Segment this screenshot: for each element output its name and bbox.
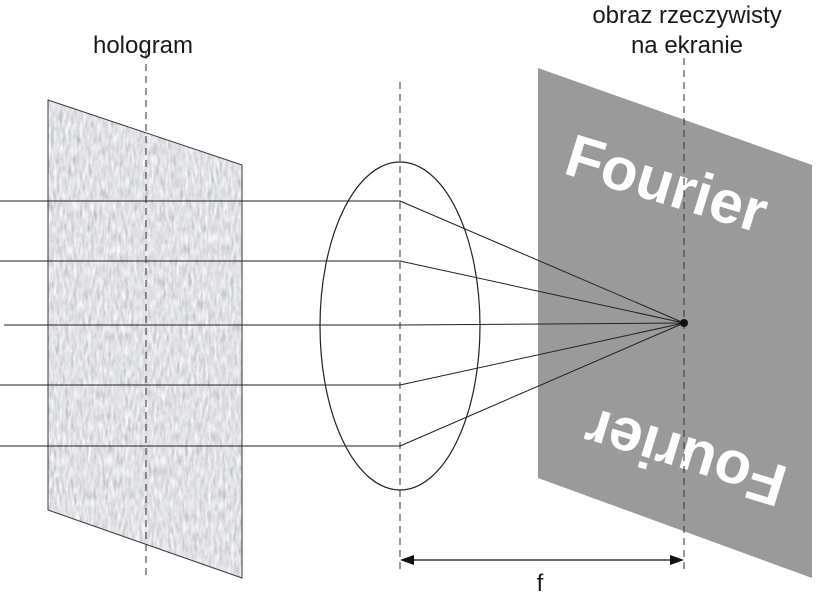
focal-point xyxy=(680,319,688,327)
dimension-arrow-right xyxy=(670,555,684,565)
converging-rays xyxy=(399,200,685,447)
real-image-label-line1: obraz rzeczywisty xyxy=(592,2,781,29)
converging-ray-4 xyxy=(399,322,685,386)
real-image-label-line2: na ekranie xyxy=(631,32,743,59)
optical-axes xyxy=(145,52,685,575)
focal-length-dimension xyxy=(400,555,684,565)
hologram-plate xyxy=(47,99,243,579)
focal-length-label: f xyxy=(537,570,544,593)
converging-ray-1 xyxy=(399,200,685,324)
hologram-plate-edge xyxy=(47,99,243,579)
converging-ray-2 xyxy=(399,260,685,324)
hologram-label: hologram xyxy=(93,32,193,59)
projection-screen: Fourier Fourier xyxy=(538,68,812,578)
dimension-arrow-left xyxy=(400,555,414,565)
lens xyxy=(319,161,481,491)
hologram-texture xyxy=(48,100,242,578)
parallel-rays xyxy=(0,200,400,447)
converging-ray-5 xyxy=(399,322,685,447)
converging-ray-3 xyxy=(399,322,685,326)
